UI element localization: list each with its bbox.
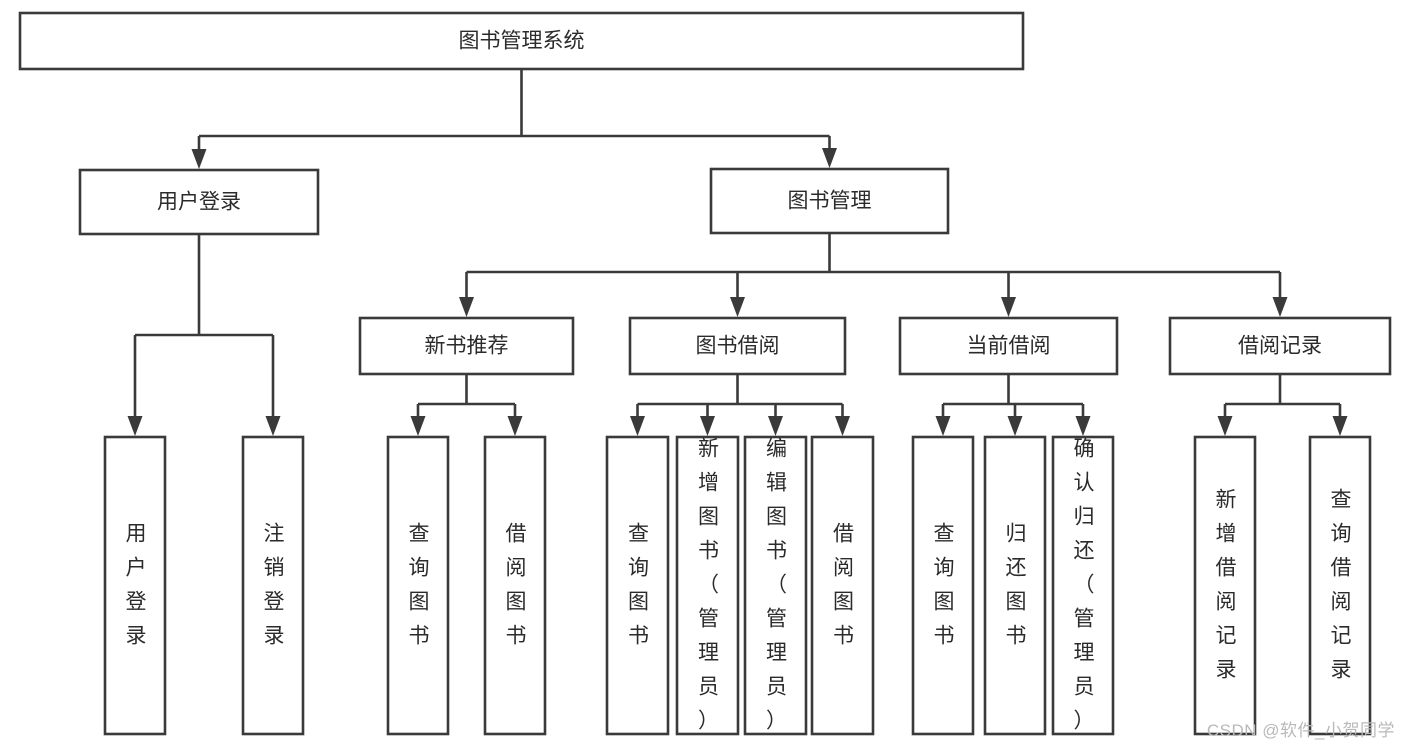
node-borrow-record-label: 借阅记录 [1238, 335, 1322, 358]
node-user-login-do-label: 用户登录 [126, 523, 147, 648]
node-return-book-rect[interactable] [983, 435, 1047, 736]
arrow-head-icon [1075, 416, 1091, 436]
node-query-book-3-label: 查询图书 [934, 523, 955, 648]
node-query-book-2-rect[interactable] [605, 435, 670, 736]
arrow-head-icon [822, 148, 837, 168]
node-add-borrow-record-rect[interactable] [1193, 435, 1257, 736]
arrow-head-icon [191, 149, 207, 169]
node-current-borrow[interactable]: 当前借阅 [898, 316, 1119, 376]
node-user-login-do[interactable]: 用户登录 [103, 435, 167, 736]
node-borrow-record[interactable]: 借阅记录 [1168, 316, 1392, 376]
arrow-head-icon [410, 416, 426, 436]
node-new-book-recommend-rect[interactable] [358, 316, 575, 376]
node-borrow-book-1-label: 借阅图书 [506, 523, 527, 648]
node-query-book-3[interactable]: 查询图书 [911, 435, 975, 736]
node-query-book-1-rect[interactable] [386, 435, 450, 736]
node-query-book-2-label: 查询图书 [628, 523, 649, 648]
node-user-logout-rect[interactable] [241, 435, 305, 736]
arrow-head-icon [1272, 297, 1288, 317]
node-query-borrow-record[interactable]: 查询借阅记录 [1308, 435, 1372, 736]
node-query-book-1[interactable]: 查询图书 [386, 435, 450, 736]
node-query-book-1-label: 查询图书 [409, 523, 430, 648]
node-book-borrow[interactable]: 图书借阅 [628, 316, 847, 376]
node-user-login[interactable]: 用户登录 [78, 168, 320, 236]
node-user-login-label: 用户登录 [157, 191, 241, 214]
arrow-head-icon [265, 416, 281, 436]
node-book-manage[interactable]: 图书管理 [709, 167, 950, 235]
node-edit-book-admin-rect[interactable] [743, 435, 808, 736]
arrow-head-icon [630, 416, 645, 436]
arrow-head-icon [835, 416, 850, 436]
node-add-borrow-record[interactable]: 新增借阅记录 [1193, 435, 1257, 736]
node-root-label: 图书管理系统 [459, 30, 585, 53]
node-root[interactable]: 图书管理系统 [18, 11, 1025, 71]
arrow-head-icon [459, 297, 474, 317]
node-add-borrow-record-label: 新增借阅记录 [1216, 489, 1237, 682]
arrow-head-icon [768, 416, 783, 436]
arrow-head-icon [127, 416, 143, 436]
node-edit-book-admin-label: 编辑图书（管理员） [766, 438, 787, 733]
node-query-book-3-rect[interactable] [911, 435, 975, 736]
node-book-manage-rect[interactable] [709, 167, 950, 235]
nodes-layer: 图书管理系统用户登录图书管理用户登录注销登录新书推荐查询图书借阅图书图书借阅查询… [18, 11, 1392, 736]
node-borrow-book-2-rect[interactable] [810, 435, 875, 736]
node-user-logout[interactable]: 注销登录 [241, 435, 305, 736]
node-add-book-admin-label: 新增图书（管理员） [698, 438, 719, 733]
node-user-login-do-rect[interactable] [103, 435, 167, 736]
node-book-borrow-label: 图书借阅 [696, 335, 780, 358]
node-add-book-admin-rect[interactable] [675, 435, 740, 736]
node-return-book[interactable]: 归还图书 [983, 435, 1047, 736]
arrow-head-icon [507, 416, 523, 436]
node-confirm-return-admin[interactable]: 确认归还（管理员） [1051, 435, 1115, 736]
node-confirm-return-admin-label: 确认归还（管理员） [1074, 438, 1095, 733]
connectors-layer [127, 69, 1348, 436]
arrow-head-icon [935, 416, 951, 436]
arrow-head-icon [730, 297, 745, 317]
node-book-manage-label: 图书管理 [788, 190, 872, 213]
arrow-head-icon [1001, 297, 1016, 317]
node-query-borrow-record-label: 查询借阅记录 [1331, 489, 1352, 682]
node-current-borrow-rect[interactable] [898, 316, 1119, 376]
node-current-borrow-label: 当前借阅 [967, 335, 1051, 358]
node-borrow-book-1[interactable]: 借阅图书 [483, 435, 547, 736]
node-edit-book-admin[interactable]: 编辑图书（管理员） [743, 435, 808, 736]
node-return-book-label: 归还图书 [1006, 523, 1027, 648]
node-user-login-rect[interactable] [78, 168, 320, 236]
arrow-head-icon [700, 416, 715, 436]
node-borrow-record-rect[interactable] [1168, 316, 1392, 376]
node-user-logout-label: 注销登录 [264, 523, 285, 648]
node-new-book-recommend[interactable]: 新书推荐 [358, 316, 575, 376]
node-add-book-admin[interactable]: 新增图书（管理员） [675, 435, 740, 736]
node-query-book-2[interactable]: 查询图书 [605, 435, 670, 736]
node-borrow-book-1-rect[interactable] [483, 435, 547, 736]
arrow-head-icon [1217, 416, 1233, 436]
node-root-rect[interactable] [18, 11, 1025, 71]
arrow-head-icon [1007, 416, 1023, 436]
node-borrow-book-2-label: 借阅图书 [833, 523, 854, 648]
node-borrow-book-2[interactable]: 借阅图书 [810, 435, 875, 736]
node-new-book-recommend-label: 新书推荐 [425, 335, 509, 358]
arrow-head-icon [1332, 416, 1348, 436]
node-confirm-return-admin-rect[interactable] [1051, 435, 1115, 736]
node-book-borrow-rect[interactable] [628, 316, 847, 376]
node-query-borrow-record-rect[interactable] [1308, 435, 1372, 736]
